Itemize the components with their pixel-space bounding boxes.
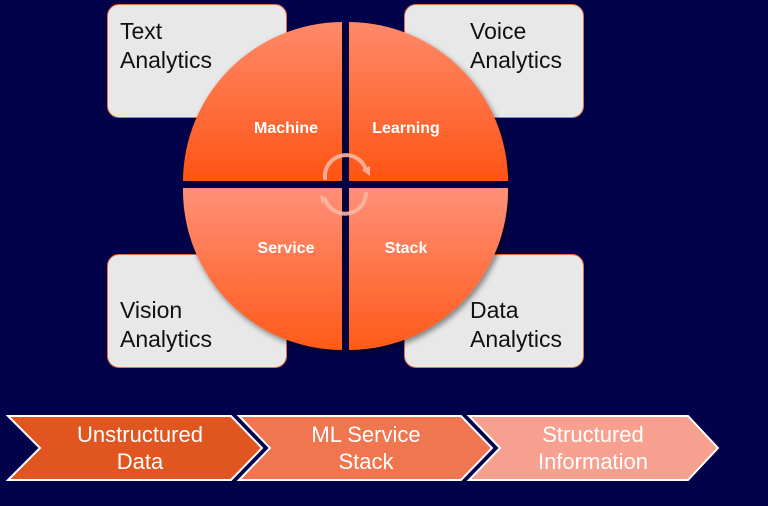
quadrant-machine	[183, 22, 342, 181]
quadrant-label-machine: Machine	[254, 120, 318, 137]
cycle-arrows-icon	[320, 153, 370, 216]
step-2-line-2: Stack	[338, 449, 394, 474]
chevron-unstructured-data	[5, 415, 264, 481]
quadrant-service	[182, 188, 342, 350]
step-1-line-1: Unstructured	[77, 422, 203, 447]
quadrant-label-stack: Stack	[385, 240, 428, 257]
quadrant-label-learning: Learning	[372, 120, 440, 137]
data-analytics-label: Data Analytics	[470, 297, 563, 352]
step-2-line-1: ML Service	[311, 422, 420, 447]
quadrant-label-service: Service	[258, 240, 315, 257]
vision-analytics-label: Vision Analytics	[120, 297, 213, 352]
chevron-ml-service-stack	[236, 415, 494, 481]
quadrant-stack	[349, 188, 509, 350]
step-3-line-1: Structured	[542, 422, 644, 447]
text-analytics-label: Text Analytics	[120, 18, 213, 73]
chevron-structured-information	[466, 415, 720, 481]
voice-analytics-label: Voice Analytics	[470, 18, 563, 73]
step-1-line-2: Data	[117, 449, 164, 474]
quadrant-learning	[349, 22, 508, 181]
step-3-line-2: Information	[538, 449, 648, 474]
